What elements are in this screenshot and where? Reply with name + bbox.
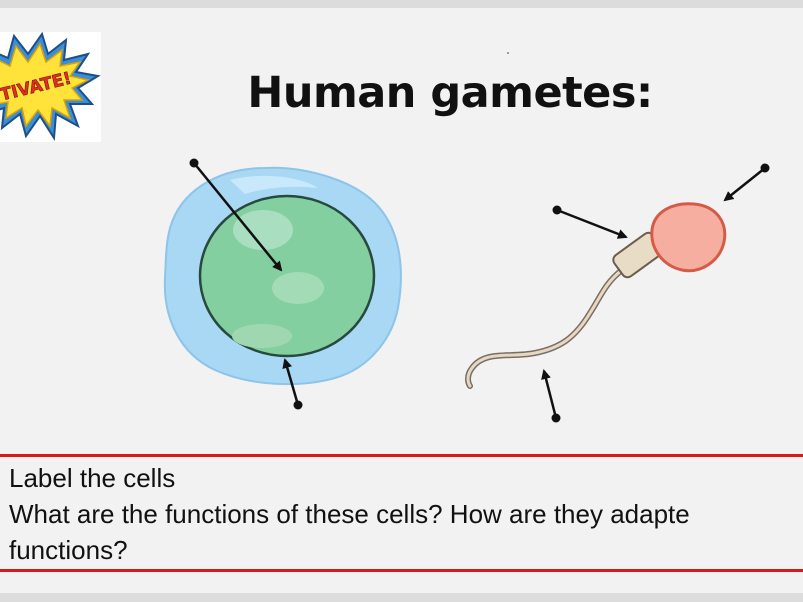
activate-burst-icon: TIVATE! xyxy=(0,32,101,142)
egg-nucleus-highlight xyxy=(233,210,293,250)
activate-badge: TIVATE! xyxy=(0,32,101,142)
label-arrows xyxy=(189,52,770,423)
label-arrow-acrosome xyxy=(723,167,766,202)
task-line: What are the functions of these cells? H… xyxy=(9,499,690,529)
sperm-tail-inner xyxy=(466,268,624,388)
sperm-tail xyxy=(465,267,625,389)
gamete-diagram xyxy=(163,52,770,423)
task-line: functions? xyxy=(9,535,128,565)
label-arrow-tail xyxy=(541,369,558,419)
label-arrow-membrane xyxy=(282,358,300,406)
egg-cell xyxy=(163,166,402,386)
task-line: Label the cells xyxy=(9,463,176,493)
egg-nucleus-shade xyxy=(232,324,292,348)
label-arrow-midpiece xyxy=(556,208,628,239)
task-box: Label the cells What are the functions o… xyxy=(0,454,803,572)
egg-cytoplasm-highlight xyxy=(230,175,318,194)
slide: TIVATE! Human gametes: xyxy=(0,8,803,593)
egg-nucleus-spot xyxy=(272,272,324,304)
stray-dot xyxy=(507,52,509,54)
slide-title: Human gametes: xyxy=(247,68,653,118)
sperm-head xyxy=(650,202,727,273)
sperm-cell xyxy=(465,202,727,389)
label-arrow-nucleus xyxy=(193,162,283,272)
